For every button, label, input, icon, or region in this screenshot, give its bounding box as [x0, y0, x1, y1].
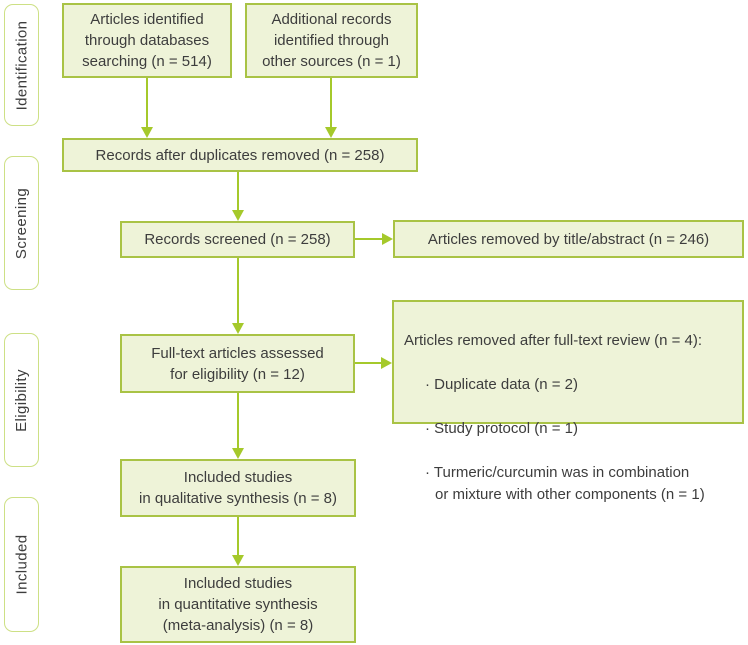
arrow-qualitative-to-quantitative-head	[232, 555, 244, 566]
box-records-screened: Records screened (n = 258)	[120, 221, 355, 258]
arrow-qualitative-to-quantitative-line	[237, 517, 239, 556]
stage-label-screening: Screening	[4, 156, 39, 290]
removed-fulltext-reason-duplicate: · Duplicate data (n = 2)	[425, 376, 578, 393]
arrow-sources-to-dedup-line	[330, 78, 332, 128]
arrow-screened-to-removed-line	[355, 238, 383, 240]
box-quantitative-synthesis: Included studies in quantitative synthes…	[120, 566, 356, 643]
stage-label-identification: Identification	[4, 4, 39, 126]
arrow-dedup-to-screened-line	[237, 172, 239, 211]
box-removed-title-abstract: Articles removed by title/abstract (n = …	[393, 220, 744, 258]
arrow-screened-to-fulltext-head	[232, 323, 244, 334]
arrow-screened-to-removed-head	[382, 233, 393, 245]
stage-label-eligibility: Eligibility	[4, 333, 39, 467]
stage-label-eligibility-text: Eligibility	[13, 368, 31, 432]
removed-fulltext-title: Articles removed after full-text review …	[404, 332, 703, 349]
box-removed-fulltext: Articles removed after full-text review …	[392, 300, 744, 503]
arrow-databases-to-dedup-line	[146, 78, 148, 128]
arrow-databases-to-dedup-head	[141, 127, 153, 138]
arrow-fulltext-to-removed-line	[355, 362, 382, 364]
box-databases-searching: Articles identified through databases se…	[62, 3, 232, 78]
removed-fulltext-reason-protocol: · Study protocol (n = 1)	[425, 420, 578, 437]
box-other-sources: Additional records identified through ot…	[245, 3, 418, 78]
arrow-screened-to-fulltext-line	[237, 258, 239, 324]
stage-label-screening-text: Screening	[13, 187, 30, 259]
arrow-fulltext-to-qualitative-line	[237, 393, 239, 449]
arrow-sources-to-dedup-head	[325, 127, 337, 138]
stage-label-included: Included	[4, 497, 39, 632]
arrow-fulltext-to-removed-head	[381, 357, 392, 369]
arrow-fulltext-to-qualitative-head	[232, 448, 244, 459]
removed-fulltext-reason-combination: · Turmeric/curcumin was in combination o…	[425, 464, 705, 503]
box-qualitative-synthesis: Included studies in qualitative synthesi…	[120, 459, 356, 517]
arrow-dedup-to-screened-head	[232, 210, 244, 221]
stage-label-identification-text: Identification	[13, 20, 31, 110]
box-after-duplicates: Records after duplicates removed (n = 25…	[62, 138, 418, 172]
box-fulltext-assessed: Full-text articles assessed for eligibil…	[120, 334, 355, 393]
stage-label-included-text: Included	[13, 534, 31, 595]
